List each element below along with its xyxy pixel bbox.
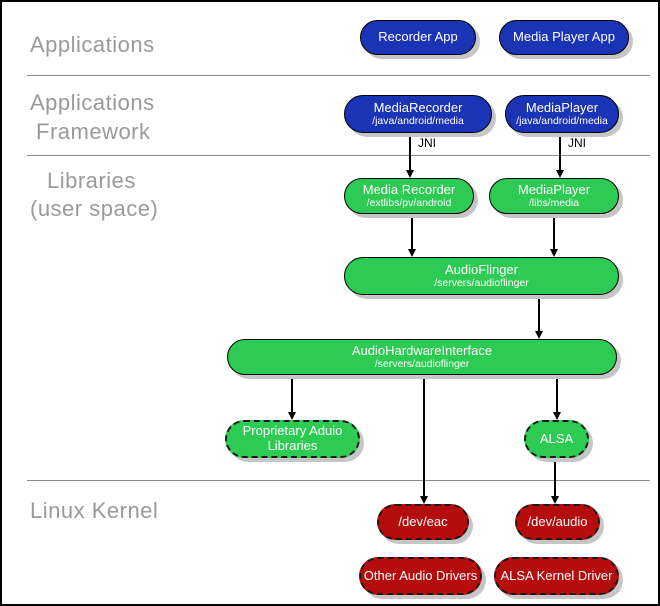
node-label: AudioHardwareInterface — [351, 342, 493, 358]
node-dev-audio: /dev/audio — [515, 504, 600, 540]
arrow-down-icon — [287, 412, 296, 420]
node-label: Other Audio Drivers — [363, 567, 478, 583]
node-label: Media Player App — [513, 29, 615, 45]
section-label-libraries-line1: Libraries — [47, 168, 136, 193]
node-alsa-kernel-driver: ALSA Kernel Driver — [494, 557, 619, 595]
connector-mediaplayer-jni — [559, 132, 561, 172]
arrow-down-icon — [419, 496, 428, 504]
node-label: ALSA — [539, 430, 574, 446]
node-label: Media Recorder — [362, 181, 456, 197]
arrow-down-icon — [534, 331, 543, 339]
node-label: /dev/eac — [398, 513, 448, 529]
section-label-applications: Applications — [30, 32, 155, 57]
node-label: MediaPlayer — [517, 181, 591, 197]
section-label-libraries-line2: (user space) — [30, 196, 159, 221]
connector-mediarecorder-audioflinger — [411, 214, 413, 251]
node-recorder-app: Recorder App — [360, 20, 476, 55]
divider-applications-framework — [27, 75, 650, 76]
node-path: /java/android/media — [372, 115, 464, 128]
node-label-line2: Libraries — [267, 438, 318, 453]
arrow-down-icon — [407, 249, 416, 257]
arrow-down-icon — [549, 249, 558, 257]
node-label: ALSA Kernel Driver — [500, 567, 613, 583]
node-audiohardwareinterface: AudioHardwareInterface /servers/audiofli… — [227, 339, 617, 375]
node-media-recorder-lib: Media Recorder /extlibs/pv/android — [344, 178, 474, 214]
node-label: MediaPlayer — [525, 99, 599, 115]
node-other-audio-drivers: Other Audio Drivers — [359, 557, 482, 595]
section-label-linux-kernel: Linux Kernel — [30, 498, 159, 523]
node-proprietary-audio-libraries: Proprietary Aduio Libraries — [225, 420, 360, 458]
node-path: /java/android/media — [516, 115, 608, 128]
arrow-down-icon — [552, 412, 561, 420]
connector-ahi-proprietary — [291, 375, 293, 414]
arrow-down-icon — [405, 170, 414, 178]
section-label-framework-line1: Applications — [30, 90, 155, 115]
node-audioflinger: AudioFlinger /servers/audioflinger — [344, 257, 619, 295]
node-label: Recorder App — [378, 29, 458, 45]
node-path: /servers/audioflinger — [374, 358, 470, 371]
node-dev-eac: /dev/eac — [377, 504, 469, 540]
connector-audioflinger-ahi — [538, 295, 540, 333]
jni-label-right: JNI — [568, 136, 586, 150]
connector-mediaplayer-audioflinger — [553, 214, 555, 251]
node-path: /servers/audioflinger — [434, 277, 529, 290]
node-label: MediaRecorder — [373, 99, 463, 115]
node-label: /dev/audio — [527, 513, 588, 529]
divider-libraries-kernel — [27, 480, 650, 481]
node-mediarecorder-framework: MediaRecorder /java/android/media — [344, 95, 492, 133]
connector-mediarecorder-jni — [409, 132, 411, 172]
arrow-down-icon — [555, 170, 564, 178]
node-media-player-app: Media Player App — [499, 20, 629, 55]
connector-ahi-deveac — [423, 375, 425, 498]
connector-ahi-alsa — [556, 375, 558, 414]
arrow-down-icon — [550, 496, 559, 504]
section-label-framework-line2: Framework — [36, 119, 151, 144]
node-mediaplayer-lib: MediaPlayer /libs/media — [489, 178, 619, 214]
jni-label-left: JNI — [418, 136, 436, 150]
node-path: /extlibs/pv/android — [366, 197, 452, 210]
node-mediaplayer-framework: MediaPlayer /java/android/media — [505, 95, 619, 133]
node-path: /libs/media — [528, 197, 580, 210]
node-alsa: ALSA — [524, 420, 589, 458]
divider-framework-libraries — [27, 155, 650, 156]
node-label: Proprietary Aduio — [242, 423, 343, 439]
node-label: AudioFlinger — [445, 261, 518, 277]
connector-alsa-devaudio — [554, 458, 556, 498]
